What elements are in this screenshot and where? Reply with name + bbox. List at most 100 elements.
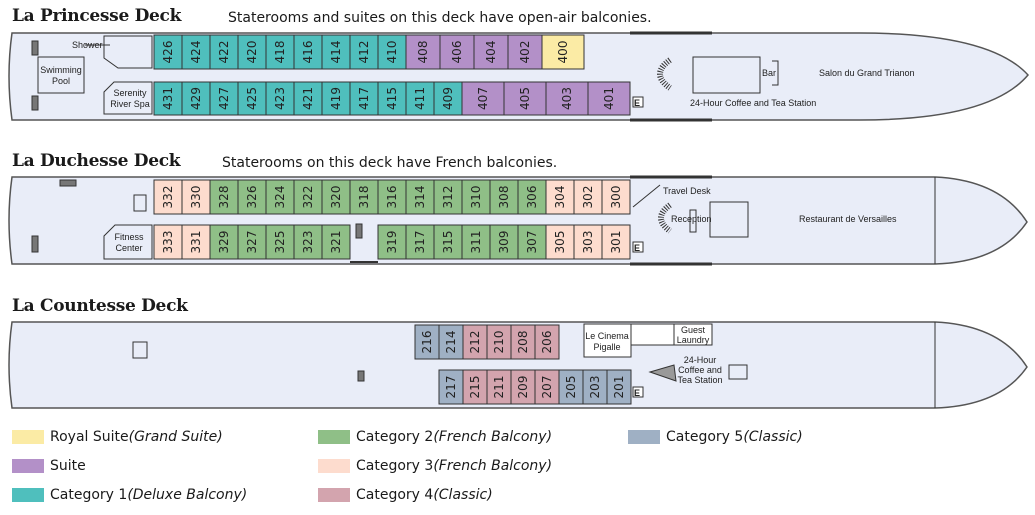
cabin-201[interactable]: 201	[606, 369, 632, 405]
cabin-330[interactable]: 330	[181, 179, 211, 215]
cabin-309[interactable]: 309	[489, 224, 519, 260]
cabin-212[interactable]: 212	[462, 324, 488, 360]
cabin-box[interactable]	[237, 81, 267, 116]
cabin-403[interactable]: 403	[545, 81, 589, 116]
cabin-322[interactable]: 322	[293, 179, 323, 215]
cabin-box[interactable]	[545, 179, 575, 215]
cabin-box[interactable]	[237, 34, 267, 70]
cabin-box[interactable]	[293, 34, 323, 70]
cabin-328[interactable]: 328	[209, 179, 239, 215]
cabin-box[interactable]	[587, 81, 631, 116]
cabin-303[interactable]: 303	[573, 224, 603, 260]
cabin-box[interactable]	[209, 34, 239, 70]
cabin-210[interactable]: 210	[486, 324, 512, 360]
cabin-box[interactable]	[405, 224, 435, 260]
cabin-box[interactable]	[439, 34, 475, 70]
cabin-315[interactable]: 315	[433, 224, 463, 260]
cabin-box[interactable]	[541, 34, 585, 70]
cabin-203[interactable]: 203	[582, 369, 608, 405]
cabin-331[interactable]: 331	[181, 224, 211, 260]
cabin-box[interactable]	[377, 81, 407, 116]
cabin-400[interactable]: 400	[541, 34, 585, 70]
cabin-310[interactable]: 310	[461, 179, 491, 215]
cabin-300[interactable]: 300	[601, 179, 631, 215]
cabin-box[interactable]	[489, 179, 519, 215]
cabin-217[interactable]: 217	[438, 369, 464, 405]
cabin-417[interactable]: 417	[349, 81, 379, 116]
cabin-318[interactable]: 318	[349, 179, 379, 215]
cabin-431[interactable]: 431	[153, 81, 183, 116]
cabin-box[interactable]	[433, 81, 463, 116]
cabin-406[interactable]: 406	[439, 34, 475, 70]
cabin-box[interactable]	[181, 34, 211, 70]
cabin-box[interactable]	[573, 224, 603, 260]
cabin-205[interactable]: 205	[558, 369, 584, 405]
cabin-408[interactable]: 408	[405, 34, 441, 70]
cabin-320[interactable]: 320	[321, 179, 351, 215]
cabin-323[interactable]: 323	[293, 224, 323, 260]
cabin-box[interactable]	[582, 369, 608, 405]
cabin-424[interactable]: 424	[181, 34, 211, 70]
cabin-206[interactable]: 206	[534, 324, 560, 360]
cabin-314[interactable]: 314	[405, 179, 435, 215]
cabin-410[interactable]: 410	[377, 34, 407, 70]
cabin-412[interactable]: 412	[349, 34, 379, 70]
cabin-box[interactable]	[414, 324, 440, 360]
cabin-box[interactable]	[601, 224, 631, 260]
cabin-324[interactable]: 324	[265, 179, 295, 215]
cabin-304[interactable]: 304	[545, 179, 575, 215]
cabin-box[interactable]	[517, 224, 547, 260]
cabin-319[interactable]: 319	[377, 224, 407, 260]
cabin-box[interactable]	[153, 34, 183, 70]
cabin-208[interactable]: 208	[510, 324, 536, 360]
cabin-box[interactable]	[349, 81, 379, 116]
cabin-box[interactable]	[545, 224, 575, 260]
cabin-333[interactable]: 333	[153, 224, 183, 260]
cabin-box[interactable]	[510, 369, 536, 405]
cabin-416[interactable]: 416	[293, 34, 323, 70]
cabin-316[interactable]: 316	[377, 179, 407, 215]
cabin-207[interactable]: 207	[534, 369, 560, 405]
cabin-box[interactable]	[209, 81, 239, 116]
cabin-box[interactable]	[462, 324, 488, 360]
cabin-402[interactable]: 402	[507, 34, 543, 70]
cabin-box[interactable]	[321, 34, 351, 70]
cabin-307[interactable]: 307	[517, 224, 547, 260]
cabin-box[interactable]	[503, 81, 547, 116]
cabin-216[interactable]: 216	[414, 324, 440, 360]
cabin-box[interactable]	[349, 34, 379, 70]
cabin-box[interactable]	[321, 81, 351, 116]
cabin-box[interactable]	[473, 34, 509, 70]
cabin-box[interactable]	[405, 179, 435, 215]
cabin-box[interactable]	[489, 224, 519, 260]
cabin-317[interactable]: 317	[405, 224, 435, 260]
cabin-401[interactable]: 401	[587, 81, 631, 116]
cabin-209[interactable]: 209	[510, 369, 536, 405]
cabin-321[interactable]: 321	[321, 224, 351, 260]
cabin-box[interactable]	[601, 179, 631, 215]
cabin-311[interactable]: 311	[461, 224, 491, 260]
cabin-box[interactable]	[153, 224, 183, 260]
cabin-407[interactable]: 407	[461, 81, 505, 116]
cabin-box[interactable]	[209, 224, 239, 260]
cabin-422[interactable]: 422	[209, 34, 239, 70]
cabin-404[interactable]: 404	[473, 34, 509, 70]
cabin-329[interactable]: 329	[209, 224, 239, 260]
cabin-426[interactable]: 426	[153, 34, 183, 70]
cabin-332[interactable]: 332	[153, 179, 183, 215]
cabin-box[interactable]	[237, 179, 267, 215]
cabin-312[interactable]: 312	[433, 179, 463, 215]
cabin-327[interactable]: 327	[237, 224, 267, 260]
cabin-box[interactable]	[181, 81, 211, 116]
cabin-305[interactable]: 305	[545, 224, 575, 260]
cabin-429[interactable]: 429	[181, 81, 211, 116]
cabin-box[interactable]	[462, 369, 488, 405]
cabin-box[interactable]	[181, 179, 211, 215]
cabin-306[interactable]: 306	[517, 179, 547, 215]
cabin-box[interactable]	[377, 179, 407, 215]
cabin-414[interactable]: 414	[321, 34, 351, 70]
cabin-302[interactable]: 302	[573, 179, 603, 215]
cabin-325[interactable]: 325	[265, 224, 295, 260]
cabin-427[interactable]: 427	[209, 81, 239, 116]
cabin-box[interactable]	[377, 34, 407, 70]
